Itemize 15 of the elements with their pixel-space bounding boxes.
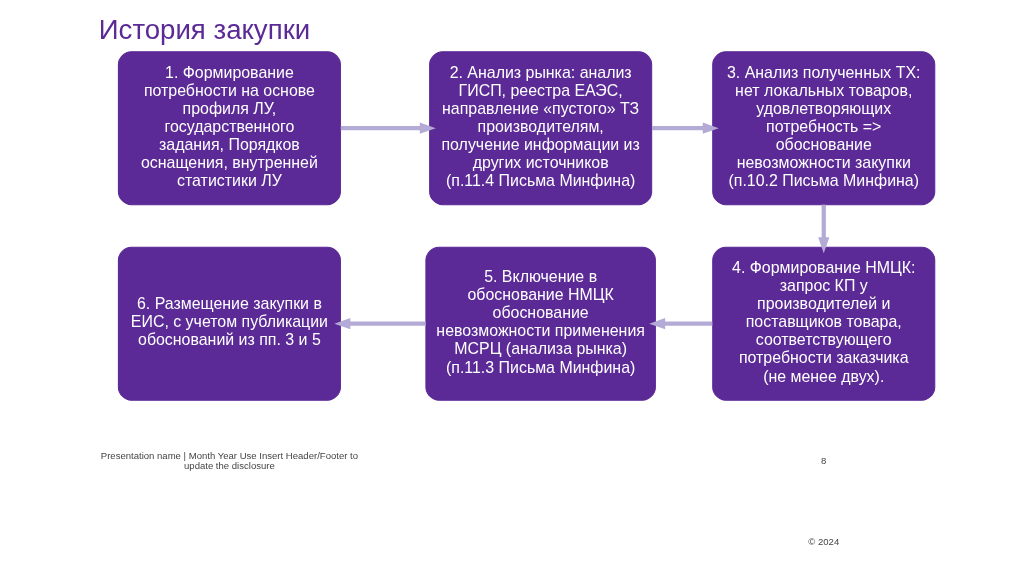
label: Presentation name | Month Year Use Insert Header/Footer to update the disclosure <box>100 449 358 472</box>
arrow <box>817 204 829 254</box>
node-box: 5. Включение в обоснование НМЦК обоснование невозможности применения МСРЦ (анализа рынка) (п.11.3 Письма Минфина) <box>424 246 656 401</box>
diagram-title: История закупки <box>98 13 310 45</box>
arrow <box>648 318 712 330</box>
arrow <box>333 318 426 330</box>
label: 8 <box>820 455 826 467</box>
node-box: 1. Формирование потребности на основе профиля ЛУ, государственного задания, Порядков оснащения, внутренней статистики ЛУ <box>117 51 341 206</box>
node-box: 2. Анализ рынка: анализ ГИСП, реестра ЕАЭС, направление «пустого» ТЗ производителям, получение информации из других источников (п.11.4 Письма Минфина) <box>428 51 652 206</box>
node-box: 6. Размещение закупки в ЕИС, с учетом публикации обоснований из пп. 3 и 5 <box>117 246 341 401</box>
arrow <box>651 122 719 134</box>
node-box: 4. Формирование НМЦК: запрос КП у производителей и поставщиков товара, соответствующего потребности заказчика (не менее двух). <box>711 246 935 401</box>
arrow <box>340 122 436 134</box>
label: © 2024 <box>807 535 839 547</box>
node-box: 3. Анализ полученных ТХ: нет локальных товаров, удовлетворяющих потребность => обоснование невозможности закупки (п.10.2 Письма Минфина) <box>711 51 935 206</box>
